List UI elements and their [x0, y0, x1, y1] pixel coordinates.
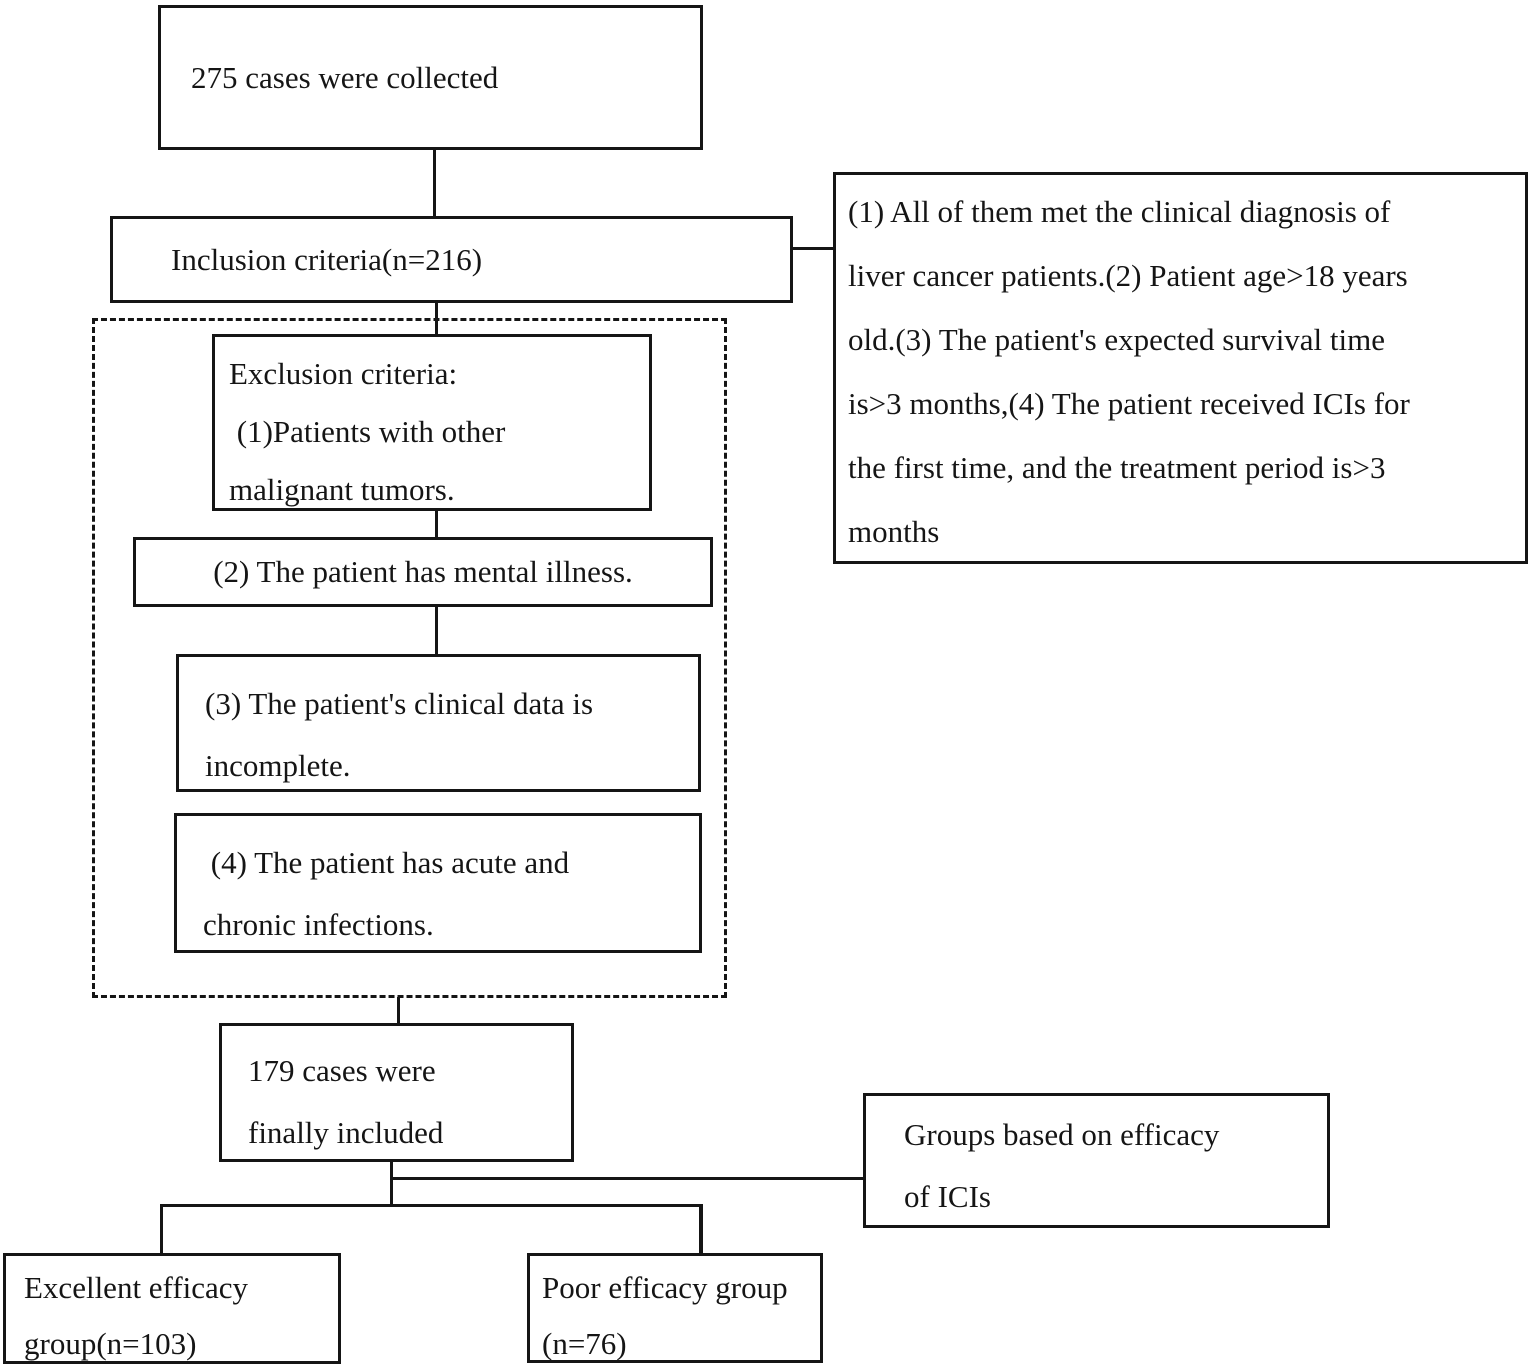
- exclusion-2-label: (2) The patient has mental illness.: [213, 554, 633, 589]
- box-exclusion-header: Exclusion criteria: (1)Patients with oth…: [212, 334, 652, 511]
- box-finally-included: 179 cases were finally included: [219, 1023, 574, 1162]
- connector-branch-to-poor: [699, 1204, 703, 1254]
- box-exclusion-2: (2) The patient has mental illness.: [133, 537, 713, 607]
- connector-branch-bar: [160, 1204, 703, 1207]
- connector-collected-to-inclusion: [433, 150, 436, 216]
- box-inclusion-criteria-details: (1) All of them met the clinical diagnos…: [833, 172, 1528, 564]
- box-exclusion-4: (4) The patient has acute and chronic in…: [174, 813, 702, 953]
- connector-to-groups: [390, 1177, 863, 1180]
- connector-exclusion2-to-exclusion3: [435, 606, 438, 654]
- connector-exclusion1-to-exclusion2: [435, 510, 438, 537]
- connector-included-down: [390, 1161, 393, 1207]
- connector-inclusion-to-criteria-detail: [791, 247, 835, 250]
- box-groups-by-efficacy: Groups based on efficacy of ICIs: [863, 1093, 1330, 1228]
- box-poor-efficacy-group: Poor efficacy group (n=76): [527, 1253, 823, 1363]
- connector-branch-to-excellent: [160, 1204, 163, 1254]
- box-exclusion-3: (3) The patient's clinical data is incom…: [176, 654, 701, 792]
- box-cases-collected: 275 cases were collected: [158, 5, 703, 150]
- dashed-exclusion-container: [92, 318, 727, 998]
- box-inclusion-criteria: Inclusion criteria(n=216): [110, 216, 793, 303]
- box-excellent-efficacy-group: Excellent efficacy group(n=103): [3, 1253, 341, 1364]
- cases-collected-label: 275 cases were collected: [191, 59, 499, 95]
- inclusion-criteria-label: Inclusion criteria(n=216): [171, 241, 483, 277]
- connector-dashed-to-included: [397, 997, 400, 1024]
